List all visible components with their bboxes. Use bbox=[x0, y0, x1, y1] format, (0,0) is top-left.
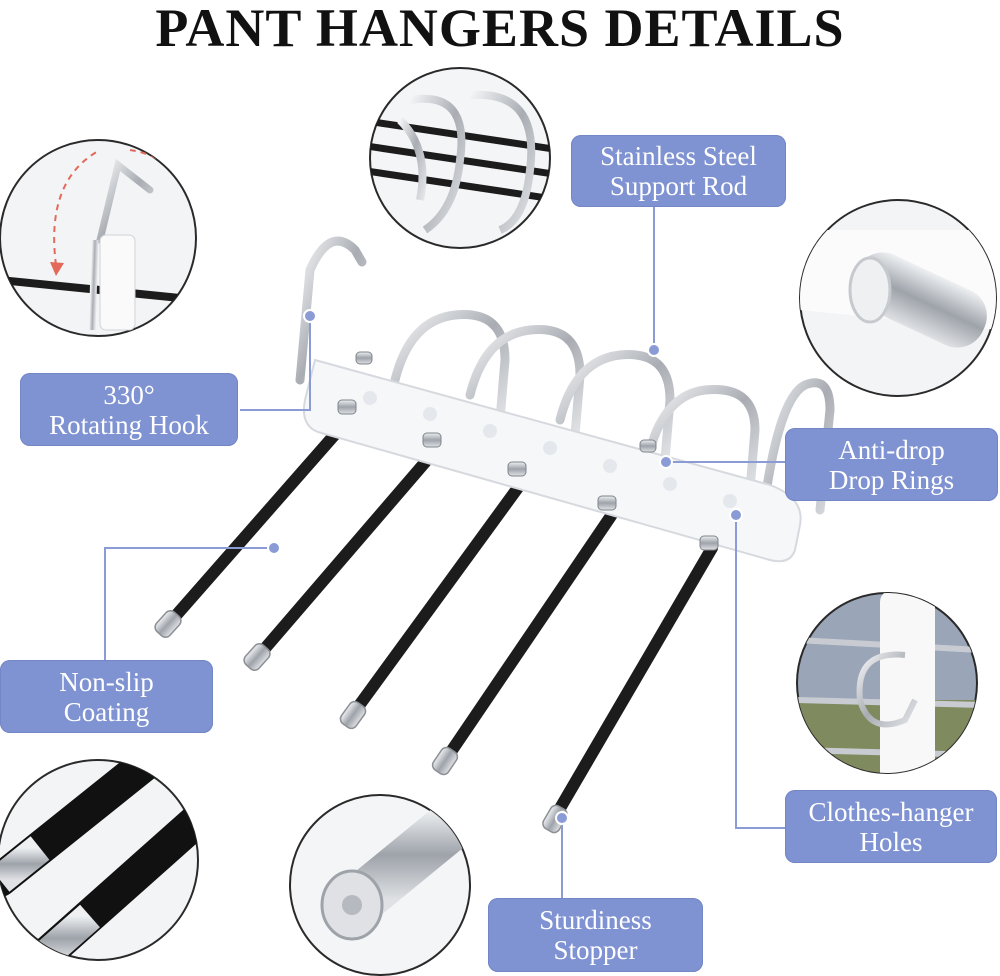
label-line: Support Rod bbox=[609, 171, 748, 201]
coating-detail bbox=[0, 759, 199, 961]
label-line: 330° bbox=[103, 379, 155, 410]
white-connector-bar bbox=[302, 351, 802, 563]
label-line: Non-slip bbox=[59, 666, 154, 697]
label-line: Drop Rings bbox=[828, 464, 955, 495]
drop-ring-detail bbox=[799, 199, 997, 397]
label-line: Stopper bbox=[553, 935, 638, 965]
rotating-hook-detail bbox=[0, 139, 197, 337]
stopper-detail bbox=[289, 794, 471, 976]
label-line: Holes bbox=[859, 826, 923, 857]
leader-dots bbox=[267, 309, 743, 825]
steel-hooks bbox=[295, 236, 835, 545]
page-title: PANT HANGERS DETAILS bbox=[155, 0, 845, 58]
label-line: Sturdiness bbox=[539, 905, 652, 935]
label-line: Anti-drop bbox=[838, 434, 945, 465]
label-line: Clothes-hanger bbox=[808, 796, 974, 827]
label-rotating-hook: 330°Rotating Hook bbox=[20, 373, 238, 446]
label-line: Rotating Hook bbox=[49, 409, 209, 440]
coated-rods bbox=[159, 409, 718, 828]
support-rod-detail bbox=[369, 67, 551, 249]
label-line: Stainless Steel bbox=[600, 141, 757, 171]
label-line: Coating bbox=[63, 696, 150, 727]
hanger-hole-detail bbox=[796, 592, 978, 774]
